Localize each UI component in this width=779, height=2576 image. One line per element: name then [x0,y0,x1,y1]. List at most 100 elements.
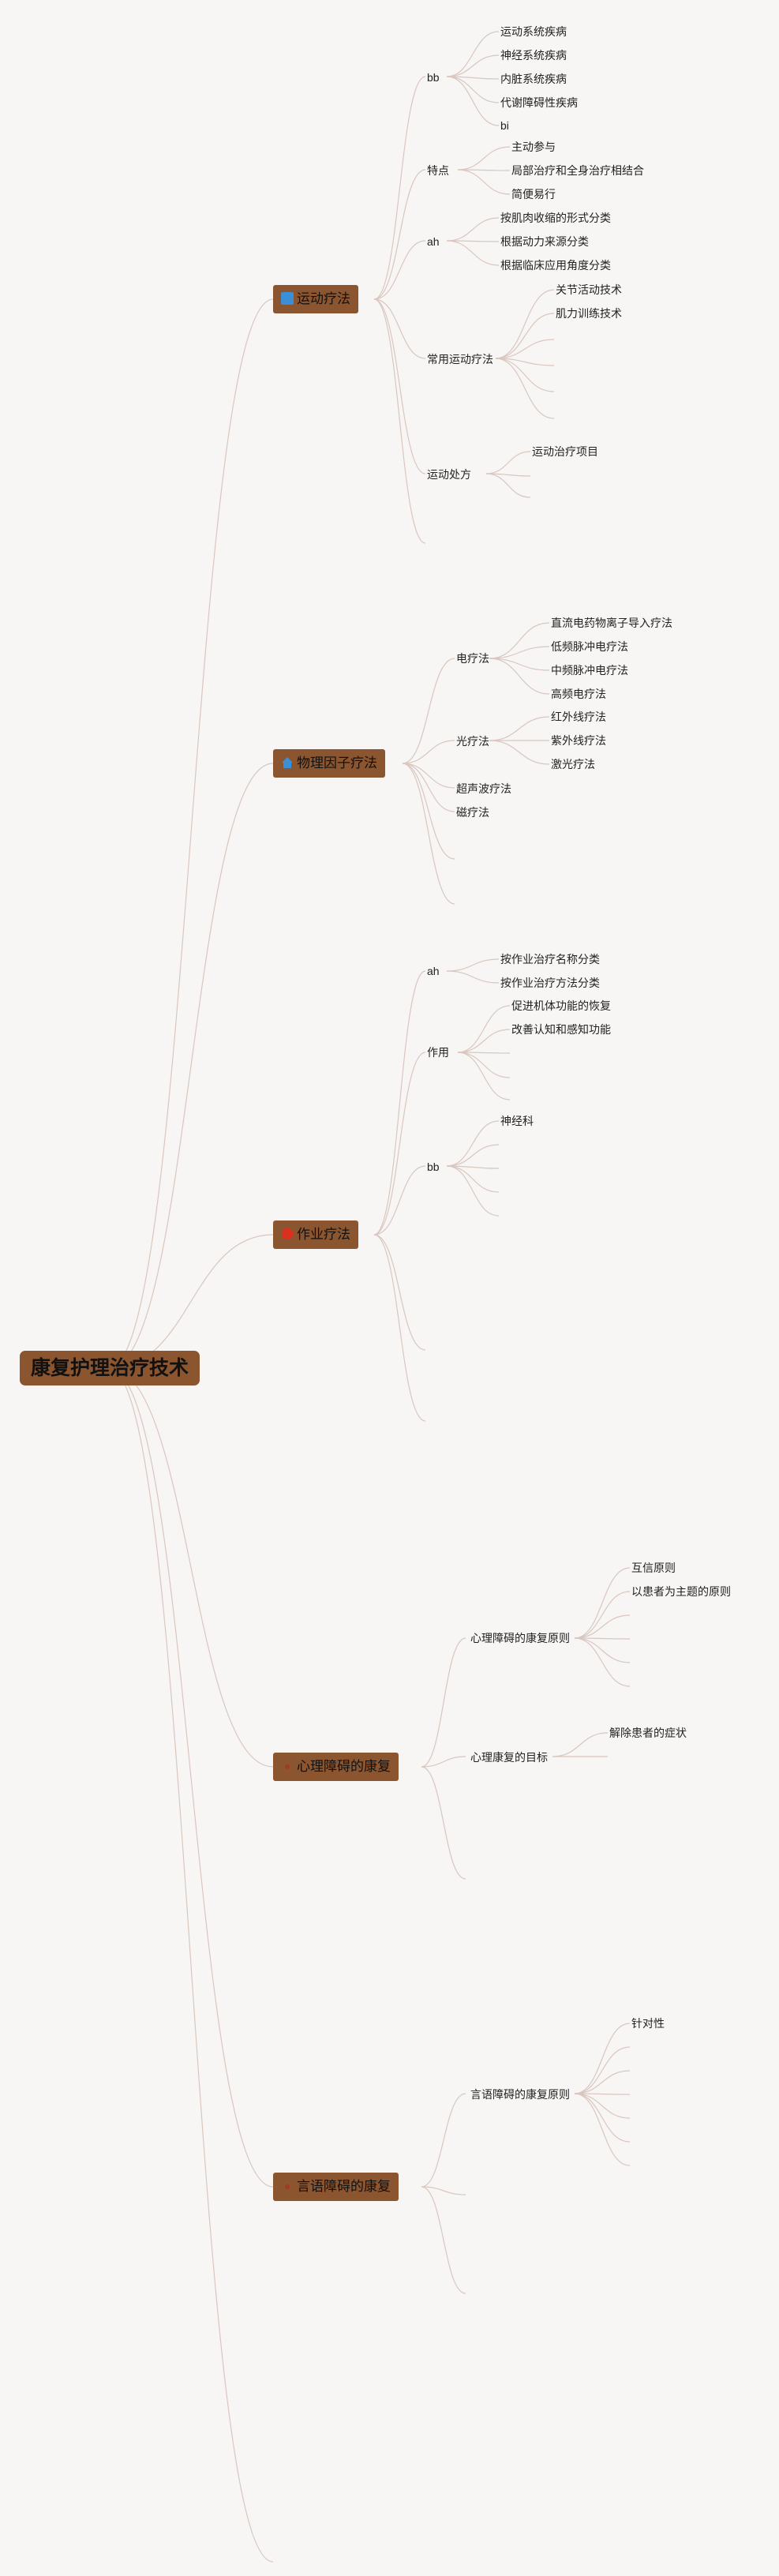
leaf[interactable]: 根据临床应用角度分类 [500,259,611,272]
leaf[interactable]: 简便易行 [511,188,556,201]
connector [402,763,455,812]
connector [574,1567,631,1639]
leaf[interactable]: 解除患者的症状 [609,1727,687,1739]
connector [446,970,500,984]
leaf[interactable]: 促进机体功能的恢复 [511,999,611,1012]
leaf[interactable]: 局部治疗和全身治疗相结合 [511,164,644,177]
sub-zy-ah[interactable]: ah [427,965,440,977]
connector [108,1367,274,2563]
branch-label: 言语障碍的康复 [297,2179,391,2194]
leaf[interactable]: 运动治疗项目 [532,445,598,458]
connector [373,1234,426,1422]
connector [373,298,426,544]
connector [446,76,500,80]
sub-yd-cf[interactable]: 运动处方 [427,468,471,481]
leaf[interactable]: 关节活动技术 [556,283,622,296]
leaf[interactable]: 按作业治疗方法分类 [500,977,600,989]
sub-xl-mb[interactable]: 心理康复的目标 [470,1751,548,1764]
leaf[interactable]: 激光疗法 [551,758,595,771]
branch-label: 心理障碍的康复 [297,1759,391,1774]
sub-yd-td[interactable]: 特点 [427,164,449,177]
leaf[interactable]: 中频脉冲电疗法 [551,664,628,677]
leaf[interactable]: 改善认知和感知功能 [511,1023,611,1036]
connector [574,2093,631,2143]
sub-wl-csb[interactable]: 超声波疗法 [456,782,511,795]
leaf[interactable]: 按肌肉收缩的形式分类 [500,212,611,224]
connector [402,658,455,764]
sub-yd-bb[interactable]: bb [427,71,440,84]
connector [574,1637,631,1663]
leaf[interactable]: bi [500,119,509,132]
connector [489,740,550,765]
connector [108,298,274,1369]
root-node[interactable]: 康复护理治疗技术 [20,1351,200,1385]
red-stop-icon [281,1222,294,1239]
connector [446,958,500,972]
leaf[interactable]: 肌力训练技术 [556,307,622,320]
connector [574,1591,631,1639]
leaf[interactable]: 以患者为主题的原则 [631,1585,731,1598]
sub-yd-ah[interactable]: ah [427,235,440,248]
sub-yy-yz[interactable]: 言语障碍的康复原则 [470,2088,570,2101]
sub-wl-cl[interactable]: 磁疗法 [456,806,489,819]
connector [457,146,511,171]
connector [421,2186,466,2294]
leaf[interactable]: 低频脉冲电疗法 [551,640,628,653]
connector [373,240,426,300]
sub-zy-zy[interactable]: 作用 [427,1046,449,1059]
connector [446,1144,500,1167]
leaf[interactable]: 红外线疗法 [551,711,606,723]
connector [495,339,555,359]
connector [421,2186,466,2195]
leaf[interactable]: 内脏系统疾病 [500,73,567,85]
root-label: 康复护理治疗技术 [31,1357,189,1379]
connector [446,1165,500,1169]
leaf[interactable]: 代谢障碍性疾病 [500,96,578,109]
leaf[interactable]: 直流电药物离子导入疗法 [551,617,672,629]
connector [446,1165,500,1217]
connector [402,763,455,860]
connector [373,1165,426,1236]
leaf[interactable]: 根据动力来源分类 [500,235,589,248]
sub-wl-dl[interactable]: 电疗法 [456,652,489,665]
leaf[interactable]: 按作业治疗名称分类 [500,953,600,966]
connector [446,217,500,242]
leaf[interactable]: 高频电疗法 [551,688,606,700]
sub-xl-yz[interactable]: 心理障碍的康复原则 [470,1632,570,1644]
branch-yundong[interactable]: 运动疗法 [273,285,358,313]
connector [373,298,426,474]
branch-label: 运动疗法 [297,291,350,306]
connector [574,2093,631,2166]
sub-zy-bb[interactable]: bb [427,1161,440,1173]
connector [373,169,426,300]
leaf[interactable]: 主动参与 [511,141,556,153]
connector [574,2093,631,2119]
leaf[interactable]: 互信原则 [631,1562,676,1574]
sub-wl-gl[interactable]: 光疗法 [456,735,489,748]
connector [489,646,550,659]
connector [485,473,531,498]
branch-wuli[interactable]: 物理因子疗法 [273,749,385,778]
connector [421,1766,466,1880]
branch-label: 物理因子疗法 [297,756,377,771]
connector [373,1234,426,1351]
home-icon [281,751,294,768]
branch-zuoye[interactable]: 作业疗法 [273,1221,358,1249]
leaf[interactable]: 运动系统疾病 [500,25,567,38]
connector [421,1756,466,1768]
connector [495,358,555,366]
sub-yd-cy[interactable]: 常用运动疗法 [427,353,493,366]
leaf[interactable]: 神经科 [500,1115,534,1127]
leaf[interactable]: 针对性 [631,2017,665,2030]
connector [489,716,550,741]
connector [446,1165,500,1193]
connector [457,1052,511,1101]
leaf[interactable]: 神经系统疾病 [500,49,567,62]
connector [108,763,274,1369]
branch-xinli[interactable]: 心理障碍的康复 [273,1753,399,1781]
leaf[interactable]: 紫外线疗法 [551,734,606,747]
branch-yanyu[interactable]: 言语障碍的康复 [273,2173,399,2201]
connector [373,1052,426,1236]
connector [495,289,555,359]
